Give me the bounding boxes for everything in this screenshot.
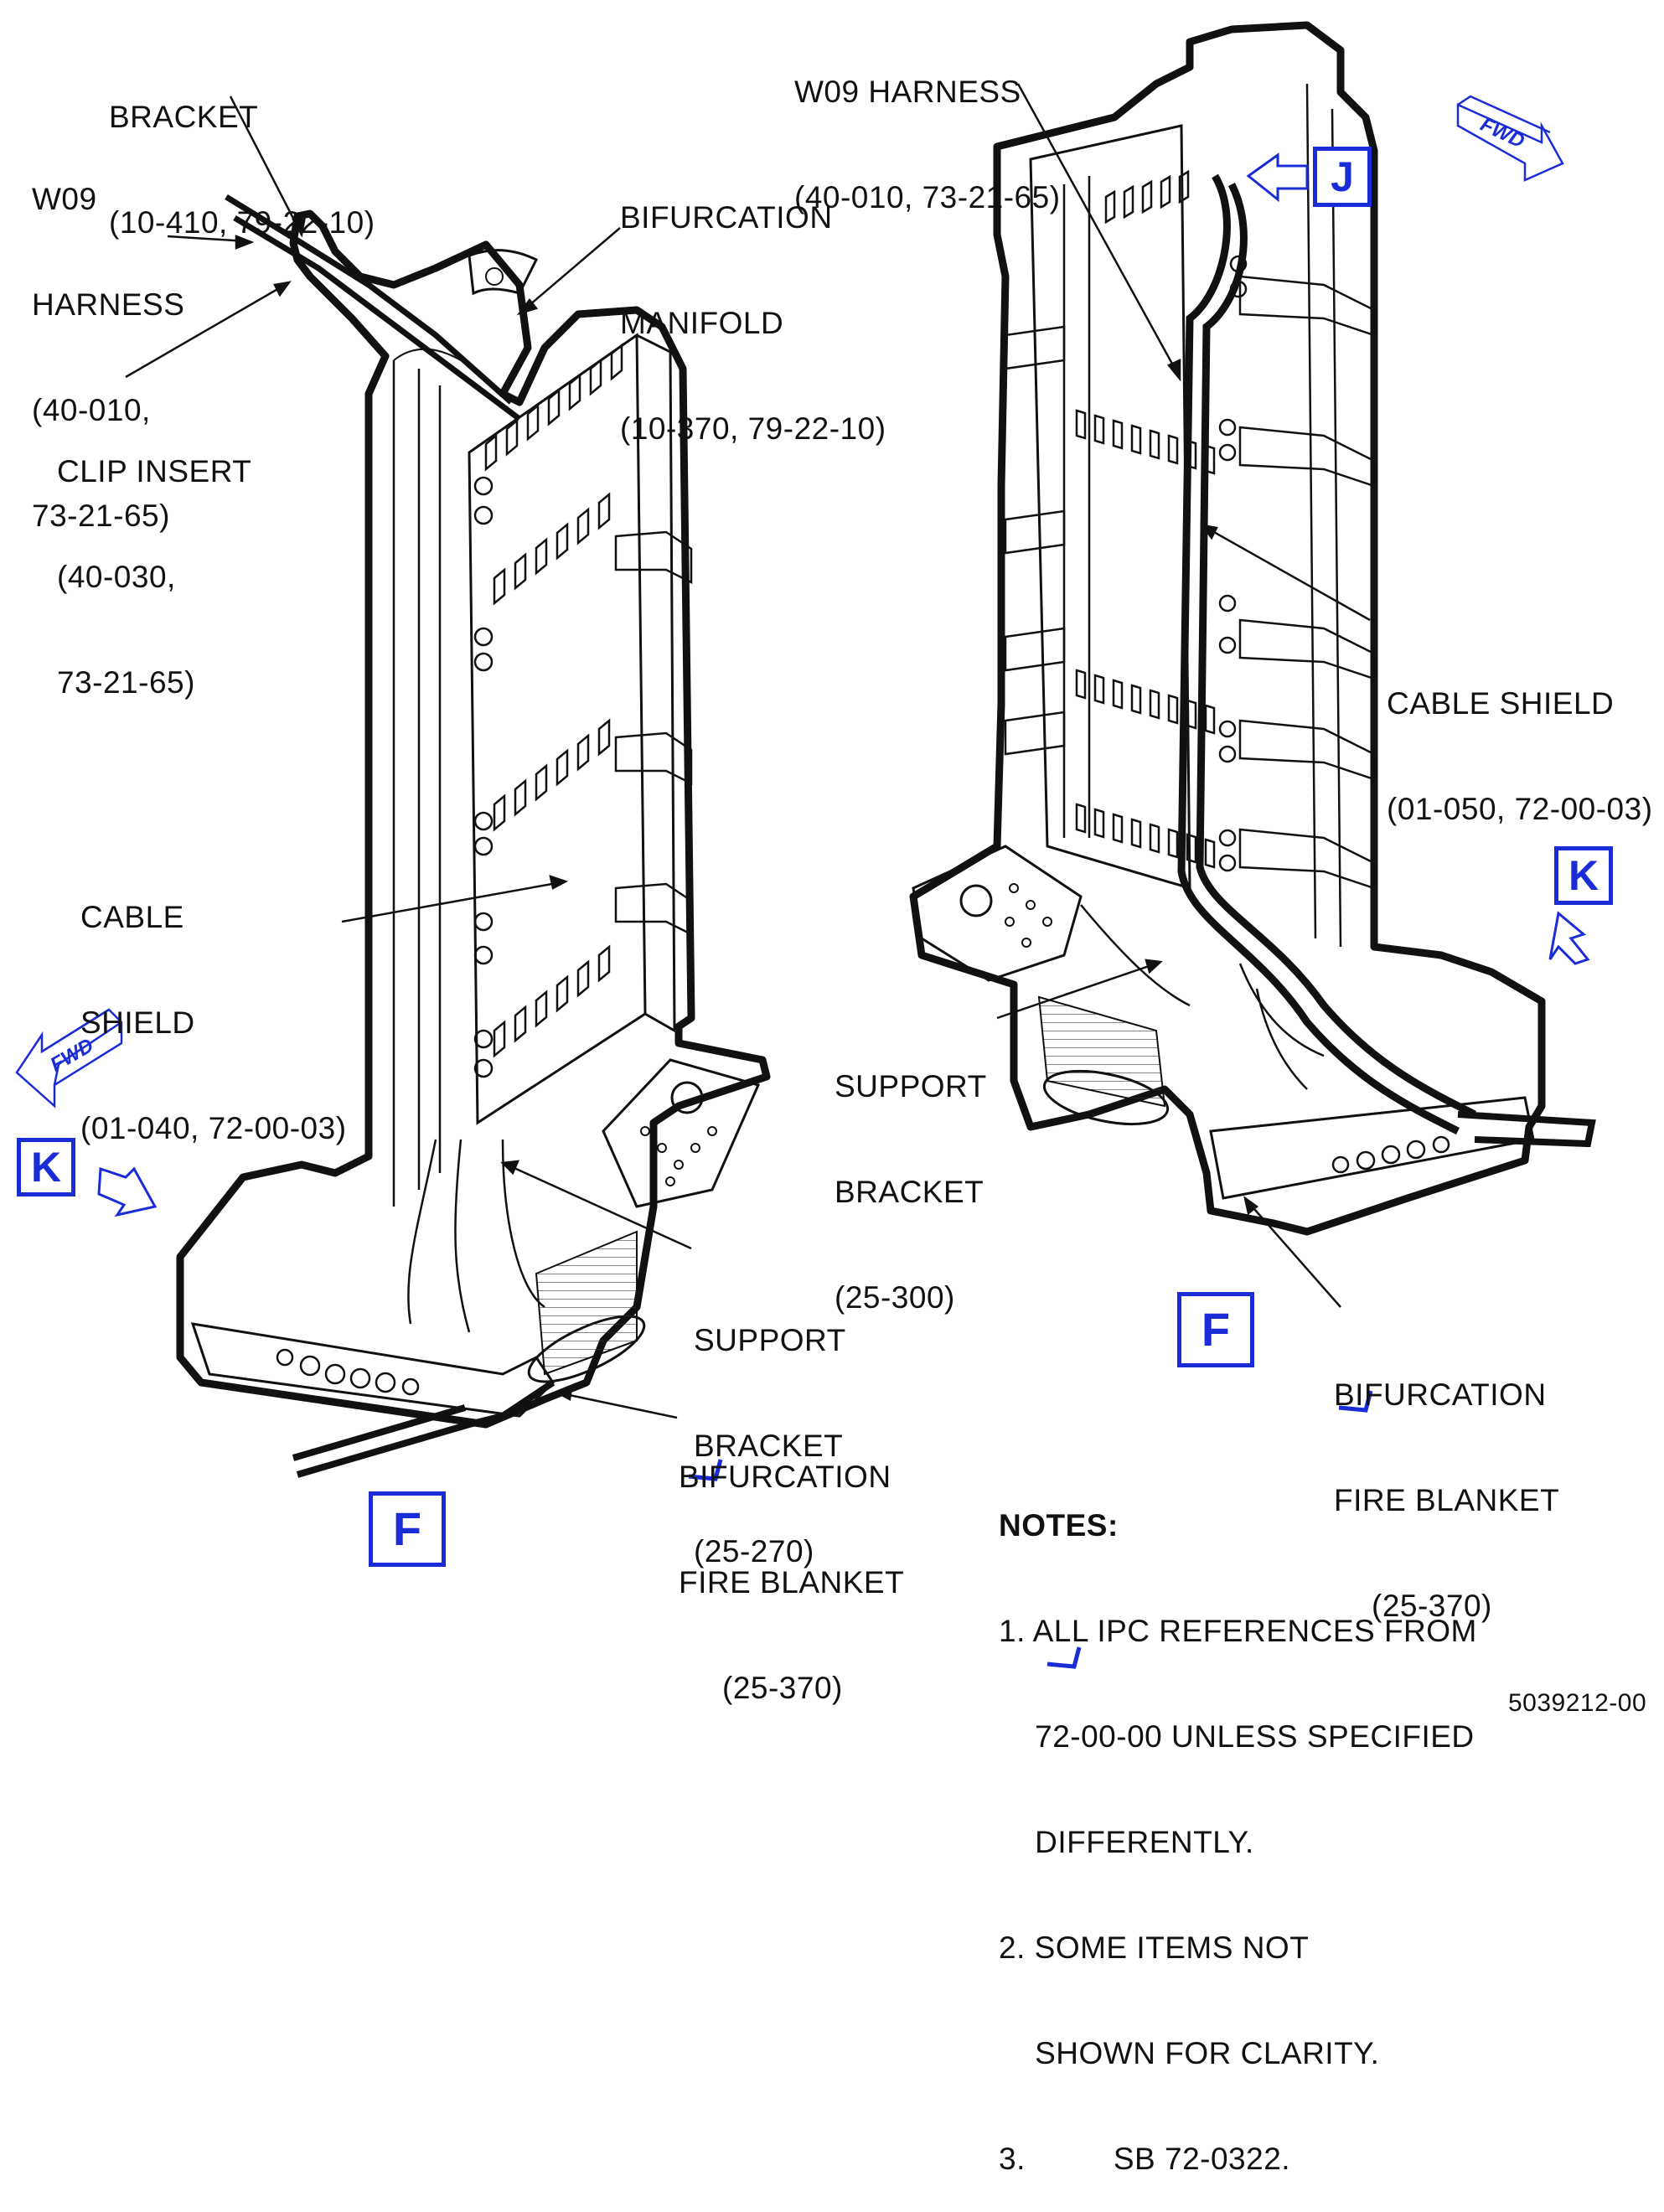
left-bracket-label: BRACKET (10-410, 79-22-10) <box>109 100 375 240</box>
left-view-f-box: F <box>369 1491 446 1567</box>
right-support-bracket-label: SUPPORT BRACKET (25-300) <box>835 1069 987 1315</box>
right-fire-blanket-label: BIFURCATION FIRE BLANKET (25-370) <box>1334 1377 1560 1623</box>
right-sb-mark <box>1338 1390 1373 1413</box>
right-view-j-box: J <box>1313 147 1372 207</box>
right-w09-harness <box>1177 173 1460 1135</box>
right-clip-rows <box>1075 169 1216 869</box>
left-fire-blanket-label: BIFURCATION FIRE BLANKET (25-370) <box>679 1460 905 1705</box>
left-assembly <box>176 194 771 1478</box>
left-bifurcation-manifold-label: BIFURCATION MANIFOLD (10-370, 79-22-10) <box>620 200 886 446</box>
left-support-bracket-label: SUPPORT BRACKET (25-270) <box>694 1323 846 1569</box>
note-1-line-2: 72-00-00 UNLESS SPECIFIED <box>999 1719 1475 1754</box>
right-assembly <box>909 21 1596 1236</box>
notes-title: NOTES: <box>999 1508 1119 1543</box>
right-bifurcation-outline <box>909 21 1546 1236</box>
note-2-line-2: SHOWN FOR CLARITY. <box>999 2036 1380 2070</box>
bifurcation-diagram: FWD <box>15 21 1596 1669</box>
note-2-line-1: 2. SOME ITEMS NOT <box>999 1930 1310 1965</box>
figure-number: 5039212-00 <box>1508 1689 1647 1717</box>
left-view-k-box: K <box>17 1138 75 1196</box>
right-w09-harness-label: W09 HARNESS (40-010, 73-21-65) <box>794 75 1061 214</box>
left-k-view-arrow <box>97 1166 158 1217</box>
left-sb-mark <box>688 1459 723 1481</box>
right-leader-lines <box>996 83 1371 1308</box>
note-1-line-1: 1. ALL IPC REFERENCES FROM <box>999 1614 1477 1648</box>
left-clip-insert-label: CLIP INSERT (40-030, 73-21-65) <box>57 454 252 700</box>
right-j-view-arrow <box>1246 152 1309 203</box>
note-3: 3.SB 72-0322. <box>999 2142 1291 2176</box>
notes-sb-mark <box>1046 1646 1082 1669</box>
left-fire-blanket-strap <box>292 1379 556 1478</box>
left-cable-shield-label: CABLE SHIELD (01-040, 72-00-03) <box>80 900 347 1145</box>
left-clip-rows <box>484 343 623 1058</box>
right-view-f-box: F <box>1177 1292 1254 1367</box>
left-bottom-plate <box>190 1322 555 1418</box>
right-fire-blanket-strap <box>1457 1111 1596 1148</box>
left-w09-harness-label: W09 HARNESS (40-010, 73-21-65) <box>32 182 185 533</box>
left-leader-lines <box>125 96 692 1419</box>
right-cable-shield-label: CABLE SHIELD (01-050, 72-00-03) <box>1387 686 1653 826</box>
right-view-k-box: K <box>1554 846 1613 905</box>
notes-block: NOTES: 1. ALL IPC REFERENCES FROM 72-00-… <box>999 1438 1477 2212</box>
right-k-view-arrow <box>1548 911 1590 965</box>
left-w09-harness <box>225 194 514 405</box>
right-fwd-arrow: FWD <box>1456 95 1564 182</box>
note-1-line-3: DIFFERENTLY. <box>999 1825 1254 1859</box>
left-bifurcation-outline <box>176 209 771 1429</box>
